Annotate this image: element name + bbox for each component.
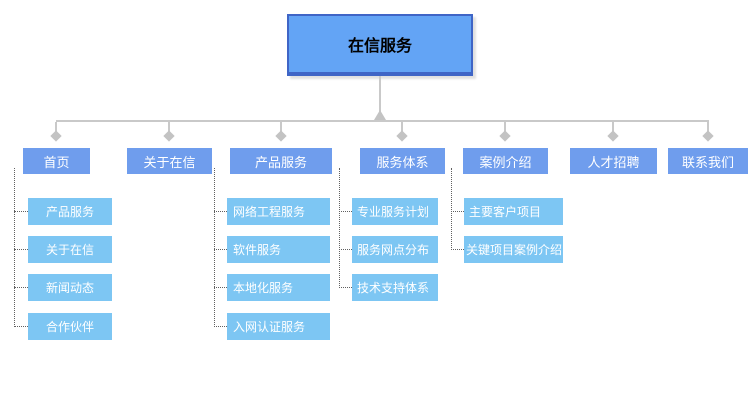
drop-line-about	[168, 122, 170, 134]
trunk-line	[379, 76, 381, 121]
dotted-stub	[14, 287, 28, 288]
dotted-stub	[339, 287, 352, 288]
cases-major-clients-node[interactable]: 主要客户项目	[464, 198, 563, 225]
dotted-stub	[451, 211, 464, 212]
products-software-node[interactable]: 软件服务	[227, 236, 330, 263]
trunk-arrow-icon	[374, 110, 386, 120]
home-products-node[interactable]: 产品服务	[28, 198, 112, 225]
drop-line-service-system	[401, 122, 403, 134]
products-localization-node[interactable]: 本地化服务	[227, 274, 330, 301]
dotted-line-products-group	[214, 168, 215, 327]
diamond-marker-home	[50, 130, 62, 142]
service-plan-node[interactable]: 专业服务计划	[352, 198, 438, 225]
dotted-line-cases-group	[451, 168, 452, 250]
dotted-stub	[339, 211, 352, 212]
nav-careers[interactable]: 人才招聘	[570, 148, 657, 174]
dotted-stub	[14, 211, 28, 212]
drop-line-home	[55, 122, 57, 134]
products-network-engineering-node[interactable]: 网络工程服务	[227, 198, 330, 225]
home-partners-node[interactable]: 合作伙伴	[28, 313, 112, 340]
cases-key-projects-node[interactable]: 关键项目案例介绍	[464, 236, 563, 263]
diamond-marker-cases	[499, 130, 511, 142]
service-locations-node[interactable]: 服务网点分布	[352, 236, 438, 263]
diamond-marker-about	[163, 130, 175, 142]
root-node[interactable]: 在信服务	[287, 14, 473, 76]
dotted-line-service-group	[339, 168, 340, 288]
dotted-stub	[339, 249, 352, 250]
service-support-node[interactable]: 技术支持体系	[352, 274, 438, 301]
drop-line-products	[280, 122, 282, 134]
nav-products[interactable]: 产品服务	[230, 148, 332, 174]
products-certification-node[interactable]: 入网认证服务	[227, 313, 330, 340]
dotted-stub	[214, 249, 227, 250]
diamond-marker-products	[275, 130, 287, 142]
drop-line-careers	[612, 122, 614, 134]
branch-line	[56, 120, 709, 122]
home-news-node[interactable]: 新闻动态	[28, 274, 112, 301]
nav-home[interactable]: 首页	[23, 148, 90, 174]
home-about-node[interactable]: 关于在信	[28, 236, 112, 263]
drop-line-cases	[504, 122, 506, 134]
diamond-marker-service-system	[396, 130, 408, 142]
dotted-stub	[14, 249, 28, 250]
diamond-marker-careers	[607, 130, 619, 142]
dotted-line-home-group	[14, 168, 15, 327]
dotted-stub	[214, 326, 227, 327]
dotted-stub	[214, 287, 227, 288]
drop-line-contact	[707, 122, 709, 134]
nav-cases[interactable]: 案例介绍	[463, 148, 548, 174]
diamond-marker-contact	[702, 130, 714, 142]
dotted-stub	[14, 326, 28, 327]
nav-about[interactable]: 关于在信	[127, 148, 212, 174]
dotted-stub	[451, 249, 464, 250]
nav-service-system[interactable]: 服务体系	[360, 148, 445, 174]
dotted-stub	[214, 211, 227, 212]
nav-contact[interactable]: 联系我们	[668, 148, 748, 174]
